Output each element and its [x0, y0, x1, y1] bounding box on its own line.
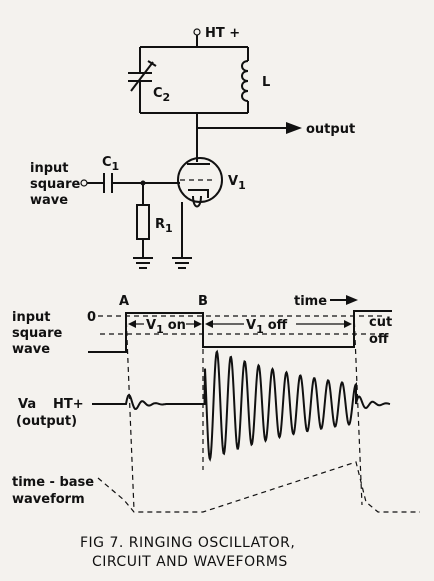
circuit-input-label-3: wave — [30, 193, 68, 208]
r1-label: R1 — [155, 217, 173, 235]
time-label: time — [294, 294, 327, 309]
input-terminal — [80, 179, 88, 187]
output-arrow-icon — [286, 122, 302, 134]
timebase-waveform — [97, 461, 420, 513]
marker-a — [125, 312, 135, 511]
valve-cathode — [188, 189, 209, 198]
input-square-wave — [88, 310, 392, 353]
point-a-label: A — [119, 294, 129, 309]
off-label: off — [369, 332, 389, 347]
cut-label: cut — [369, 315, 392, 330]
c1-label: C1 — [102, 155, 119, 173]
caption-line-2: CIRCUIT AND WAVEFORMS — [92, 554, 288, 570]
time-arrow-icon — [346, 295, 358, 305]
inductor-coil — [241, 60, 249, 102]
ht-terminal — [193, 28, 201, 36]
timebase-label-2: waveform — [12, 492, 85, 507]
ht-plus-label: HT + — [205, 26, 240, 41]
output-label: output — [306, 122, 355, 137]
c2-label: C2 — [153, 86, 170, 104]
circuit-diagram: HT + C2 L output V1 — [30, 26, 355, 269]
caption-line-1: FIG 7. RINGING OSCILLATOR, — [80, 535, 295, 551]
zero-level-label: 0 — [87, 310, 96, 325]
wave-input-label-1: input — [12, 310, 51, 325]
wave-input-label-3: wave — [12, 342, 50, 357]
c2-variable-arrow — [130, 61, 154, 92]
output-ringing-waveform — [92, 349, 391, 462]
ground-symbol-valve — [172, 257, 192, 269]
va-label: Va — [18, 397, 36, 412]
resistor-r1 — [136, 204, 150, 240]
circuit-input-label-2: square — [30, 177, 80, 192]
ground-symbol-r1 — [133, 257, 153, 269]
wave-input-label-2: square — [12, 326, 62, 341]
output-paren-label: (output) — [16, 414, 77, 429]
timebase-label-1: time - base — [12, 475, 94, 490]
valve-label: V1 — [228, 174, 246, 192]
marker-end — [353, 312, 363, 506]
point-b-label: B — [198, 294, 208, 309]
inductor-label: L — [262, 75, 270, 90]
output-ht-plus-label: HT+ — [53, 397, 84, 412]
circuit-input-label-1: input — [30, 161, 69, 176]
